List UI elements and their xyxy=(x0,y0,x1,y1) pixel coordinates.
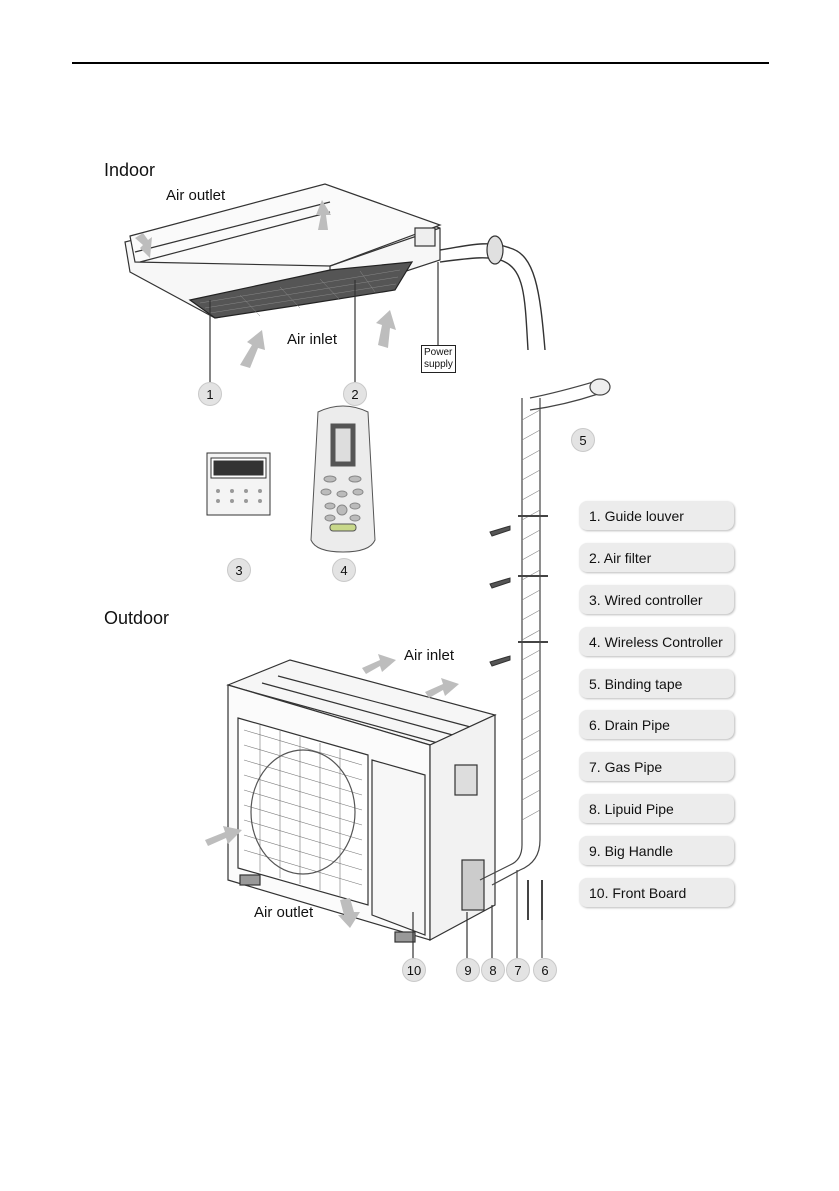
screw-icons xyxy=(490,526,510,666)
legend-item-guide-louver: 1. Guide louver xyxy=(579,501,734,530)
wired-controller xyxy=(207,453,270,515)
callout-2: 2 xyxy=(343,382,367,406)
legend-item-big-handle: 9. Big Handle xyxy=(579,836,734,865)
legend-item-drain-pipe: 6. Drain Pipe xyxy=(579,710,734,739)
callout-5: 5 xyxy=(571,428,595,452)
power-supply-label: Power supply xyxy=(421,345,456,373)
legend-item-gas-pipe: 7. Gas Pipe xyxy=(579,752,734,781)
callout-3: 3 xyxy=(227,558,251,582)
legend-item-liquid-pipe: 8. Lipuid Pipe xyxy=(579,794,734,823)
power-supply-line2: supply xyxy=(424,359,453,371)
legend-item-wired-controller: 3. Wired controller xyxy=(579,585,734,614)
callout-8: 8 xyxy=(481,958,505,982)
legend-item-binding-tape: 5. Binding tape xyxy=(579,669,734,698)
outdoor-air-outlet-label: Air outlet xyxy=(254,904,313,921)
outdoor-title: Outdoor xyxy=(104,608,169,629)
indoor-air-outlet-label: Air outlet xyxy=(166,187,225,204)
indoor-air-inlet-label: Air inlet xyxy=(287,331,337,348)
legend-item-front-board: 10. Front Board xyxy=(579,878,734,907)
legend-item-air-filter: 2. Air filter xyxy=(579,543,734,572)
callout-4: 4 xyxy=(332,558,356,582)
indoor-title: Indoor xyxy=(104,160,155,181)
callout-1: 1 xyxy=(198,382,222,406)
power-supply-line1: Power xyxy=(424,347,453,359)
wireless-remote xyxy=(311,406,375,552)
legend-item-wireless-controller: 4. Wireless Controller xyxy=(579,627,734,656)
outdoor-air-inlet-label: Air inlet xyxy=(404,647,454,664)
callout-10: 10 xyxy=(402,958,426,982)
callout-9: 9 xyxy=(456,958,480,982)
callout-7: 7 xyxy=(506,958,530,982)
callout-6: 6 xyxy=(533,958,557,982)
indoor-unit xyxy=(125,184,545,382)
